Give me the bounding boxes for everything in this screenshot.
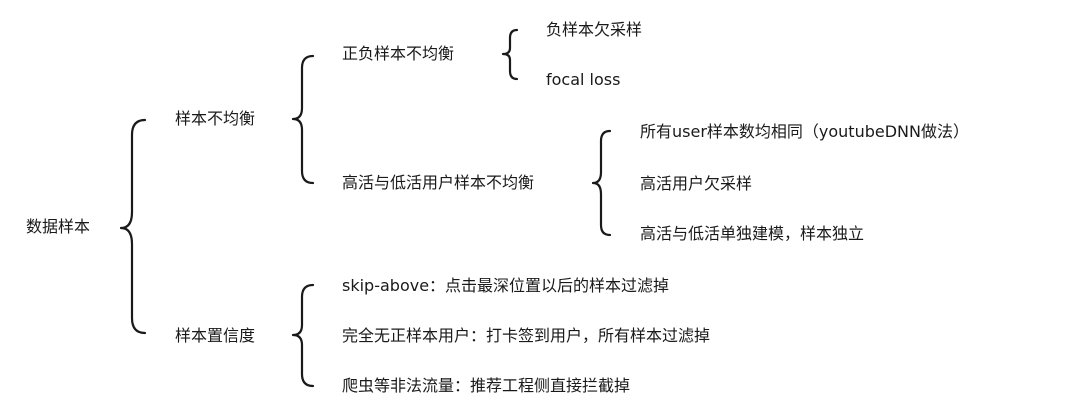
active-leaf: 所有user样本数均相同（youtubeDNN做法） [640,122,969,141]
imbalance-node: 样本不均衡 [175,109,256,128]
root-node: 数据样本 [26,217,91,236]
active-leaf: 高活用户欠采样 [640,174,753,193]
confidence-leaf: skip-above：点击最深位置以后的样本过滤掉 [342,276,670,295]
pos-neg-brace [501,28,519,81]
pos-neg-leaf: focal loss [546,70,621,89]
pos-neg-leaf: 负样本欠采样 [546,20,643,39]
root-brace [119,118,147,335]
confidence-leaf: 爬虫等非法流量：推荐工程侧直接拦截掉 [342,376,631,395]
active-node: 高活与低活用户样本不均衡 [342,173,535,192]
confidence-leaf: 完全无正样本用户：打卡签到用户，所有样本过滤掉 [342,326,711,345]
active-brace [591,129,612,237]
confidence-brace [291,283,315,388]
confidence-node: 样本置信度 [175,326,256,345]
active-leaf: 高活与低活单独建模，样本独立 [640,224,865,243]
pos-neg-node: 正负样本不均衡 [342,44,455,63]
imbalance-brace [291,54,315,185]
